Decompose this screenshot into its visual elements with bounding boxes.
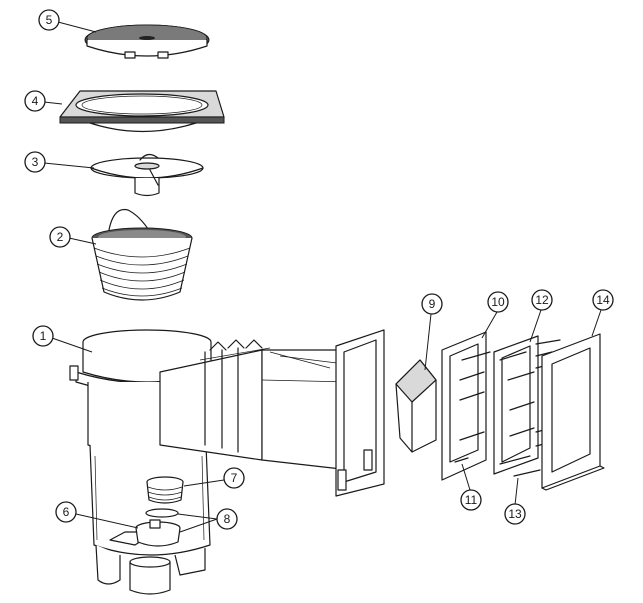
callout-label: 10: [491, 295, 505, 309]
part-12-13-faceplate: [493, 335, 561, 477]
callout-2: 2: [49, 226, 71, 248]
callout-5: 5: [38, 9, 60, 31]
callout-label: 12: [535, 293, 549, 307]
callout-label: 5: [46, 13, 53, 27]
part-9-flap: [395, 359, 437, 453]
callout-label: 4: [32, 94, 39, 108]
part-3-weir: [90, 153, 204, 197]
callout-6: 6: [55, 501, 77, 523]
callout-14: 14: [592, 289, 614, 311]
part-8-oring: [145, 508, 179, 518]
callout-12: 12: [531, 289, 553, 311]
callout-4: 4: [24, 90, 46, 112]
callout-9: 9: [421, 293, 443, 315]
callout-label: 7: [231, 471, 238, 485]
part-7-fitting: [146, 476, 184, 504]
callout-label: 3: [32, 155, 39, 169]
part-2-basket: [91, 208, 193, 301]
callout-11: 11: [460, 489, 482, 511]
part-10-11-gasket: [441, 331, 491, 481]
callout-13: 13: [504, 503, 526, 525]
part-5-lid: [84, 24, 210, 59]
callout-1: 1: [32, 325, 54, 347]
callout-label: 6: [63, 505, 70, 519]
part-6-valve: [135, 519, 181, 547]
callout-label: 2: [57, 230, 64, 244]
part-1-skimmer-body: [69, 329, 385, 595]
part-4-frame: [59, 90, 225, 133]
callout-10: 10: [487, 291, 509, 313]
callout-label: 1: [40, 329, 47, 343]
callout-label: 11: [465, 493, 478, 507]
callout-7: 7: [223, 467, 245, 489]
callout-label: 13: [508, 507, 522, 521]
callout-label: 9: [429, 297, 436, 311]
callout-label: 14: [596, 293, 610, 307]
part-14-outer-frame: [541, 333, 605, 491]
callout-3: 3: [24, 151, 46, 173]
leader-lines: [43, 21, 602, 533]
callout-8: 8: [216, 508, 238, 530]
callout-label: 8: [224, 512, 231, 526]
